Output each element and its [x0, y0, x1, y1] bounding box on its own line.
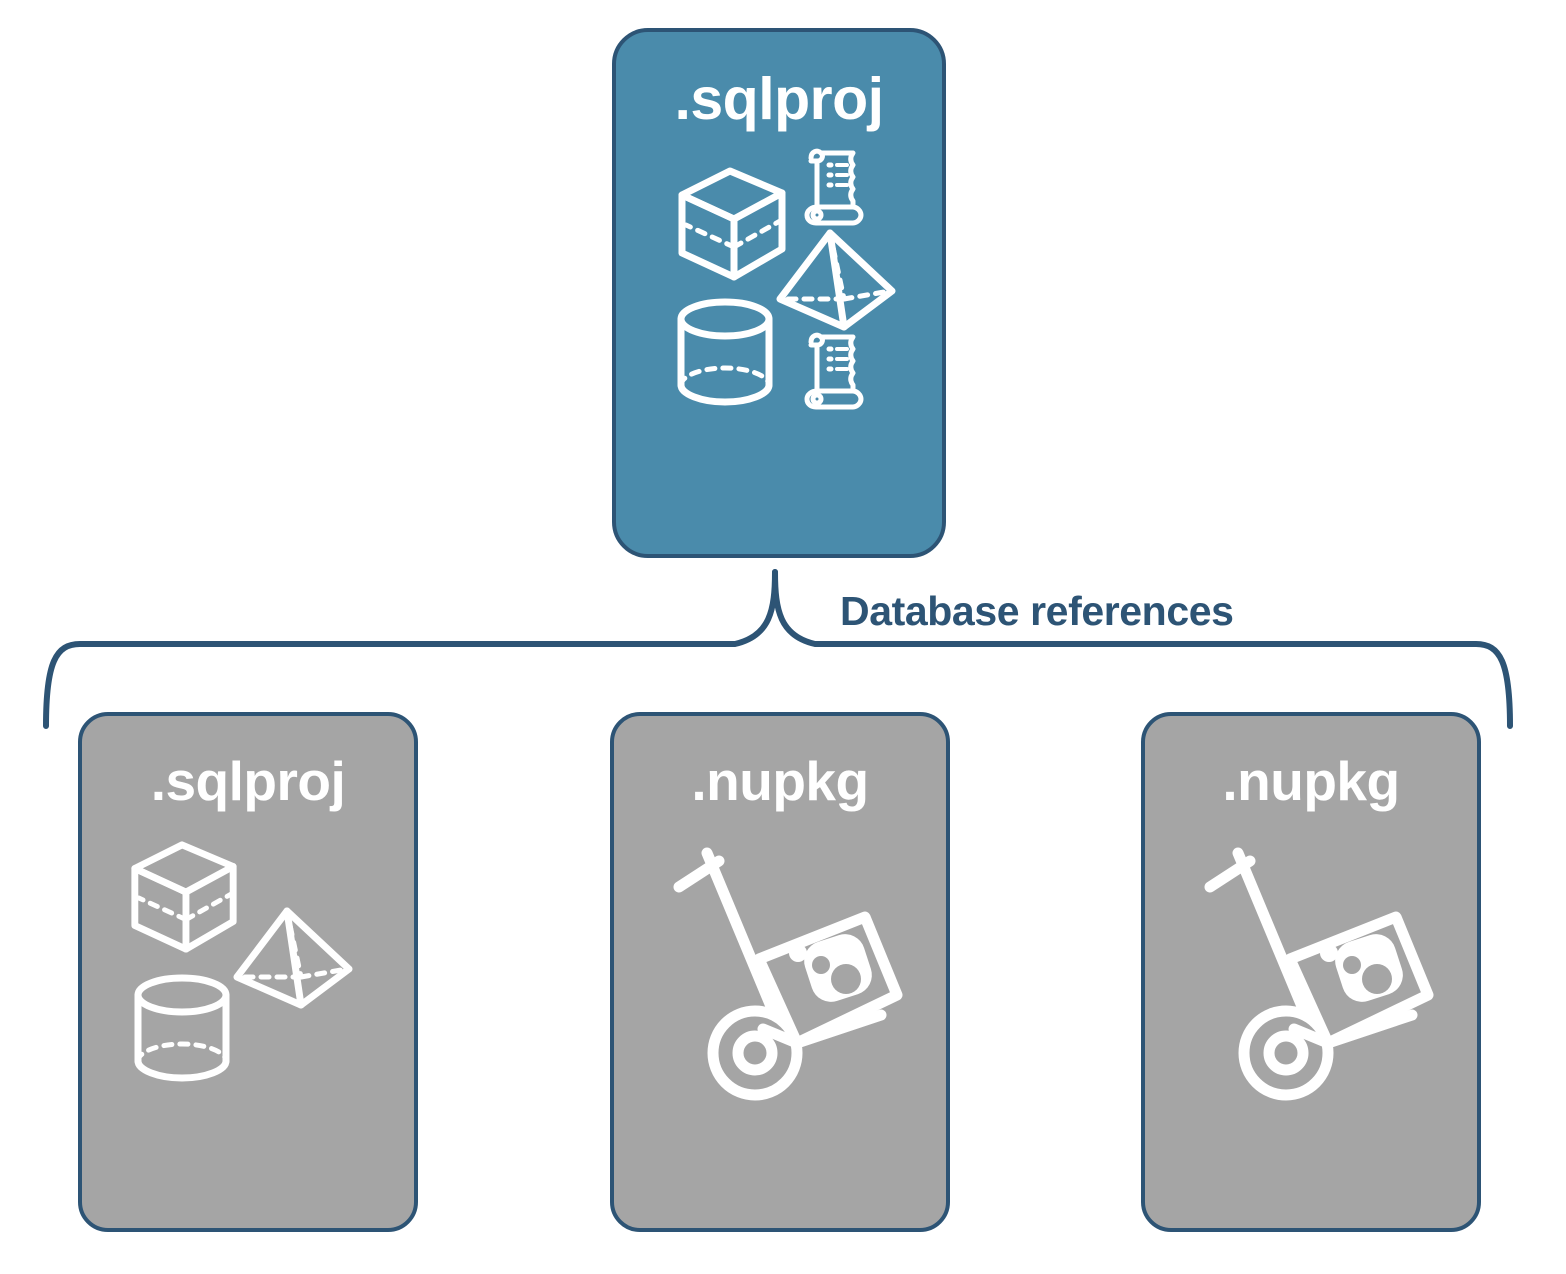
scroll-icon	[804, 148, 864, 226]
cylinder-icon	[134, 974, 230, 1082]
node-reference-label: .sqlproj	[150, 750, 346, 812]
pyramid-icon	[776, 229, 896, 331]
node-reference-nupkg[interactable]: .nupkg	[610, 712, 950, 1232]
node-root-sqlproj[interactable]: .sqlproj	[612, 28, 946, 558]
cube-icon	[131, 841, 237, 953]
hand-truck-package-icon	[1204, 847, 1434, 1101]
reference-icon-group	[1166, 819, 1456, 1119]
hand-truck-package-icon	[673, 847, 903, 1101]
connector-label: Database references	[840, 588, 1234, 634]
node-reference-nupkg[interactable]: .nupkg	[1141, 712, 1481, 1232]
reference-icon-group	[103, 819, 393, 1119]
scroll-icon	[804, 332, 864, 410]
reference-icon-group	[635, 819, 925, 1119]
cylinder-icon	[677, 298, 773, 406]
node-reference-sqlproj[interactable]: .sqlproj	[78, 712, 418, 1232]
root-icon-group	[664, 145, 896, 415]
cube-icon	[678, 167, 786, 281]
node-reference-label: .nupkg	[1222, 750, 1400, 812]
pyramid-icon	[233, 907, 353, 1009]
node-reference-label: .nupkg	[691, 750, 869, 812]
node-root-label: .sqlproj	[674, 66, 884, 132]
